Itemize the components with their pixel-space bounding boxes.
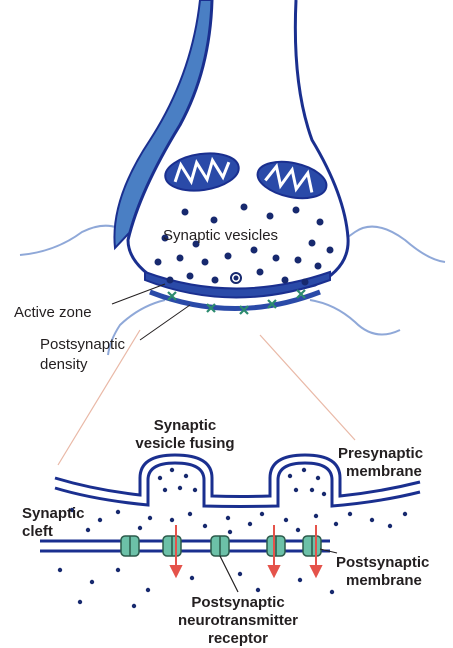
label-vesicle-fusing-2: vesicle fusing (135, 435, 234, 452)
receptor-icon (267, 536, 285, 556)
receptor-icon (211, 536, 229, 556)
receptor-leader (220, 556, 238, 592)
label-postsynaptic-membrane-2: membrane (346, 572, 422, 589)
label-postsynaptic-membrane-1: Postsynaptic (336, 554, 429, 571)
receptor-icon (121, 536, 139, 556)
label-receptor-3: receptor (208, 630, 268, 647)
label-synaptic-cleft-1: Synaptic (22, 505, 85, 522)
label-postsynaptic-density-2: density (40, 356, 88, 373)
postsynaptic-density-leader (140, 305, 190, 340)
zoom-line-right (260, 335, 355, 440)
synapse-overview: Synaptic vesicles Active zone Postsynapt… (14, 0, 445, 373)
synapse-detail: Synaptic vesicle fusing Presynaptic memb… (22, 417, 429, 647)
label-synaptic-cleft-2: cleft (22, 523, 53, 540)
label-vesicle-fusing-1: Synaptic (154, 417, 217, 434)
label-receptor-2: neurotransmitter (178, 612, 298, 629)
receptor-icon (303, 536, 321, 556)
label-postsynaptic-density-1: Postsynaptic (40, 336, 126, 353)
label-presynaptic-membrane-2: membrane (346, 463, 422, 480)
label-synaptic-vesicles: Synaptic vesicles (163, 227, 278, 244)
label-presynaptic-membrane-1: Presynaptic (338, 445, 423, 462)
label-receptor-1: Postsynaptic (191, 594, 284, 611)
label-active-zone: Active zone (14, 304, 92, 321)
receptor-icon (163, 536, 181, 556)
